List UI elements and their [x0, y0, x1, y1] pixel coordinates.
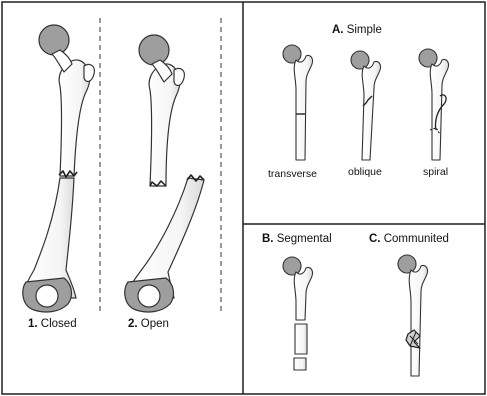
label-oblique: oblique	[348, 166, 382, 178]
caption-closed-label: Closed	[41, 318, 77, 330]
caption-segmental-label: Segmental	[277, 233, 332, 245]
caption-communited-letter: C.	[369, 233, 381, 245]
femoral-head	[39, 25, 69, 55]
femoral-head	[139, 35, 169, 65]
caption-closed: 1. Closed	[28, 318, 77, 330]
caption-segmental-letter: B.	[262, 233, 274, 245]
caption-closed-number: 1.	[28, 318, 38, 330]
caption-communited: C. Communited	[369, 233, 449, 245]
caption-simple-letter: A.	[332, 24, 344, 36]
left-panel-bg	[3, 3, 242, 393]
caption-open-number: 2.	[128, 318, 138, 330]
caption-communited-label: Communited	[384, 233, 449, 245]
segmental-panel-bg	[244, 225, 484, 393]
label-spiral: spiral	[423, 166, 448, 178]
caption-segmental: B. Segmental	[262, 233, 332, 245]
label-transverse: transverse	[268, 168, 317, 180]
caption-simple: A. Simple	[332, 24, 382, 36]
caption-open-label: Open	[141, 318, 169, 330]
caption-simple-label: Simple	[347, 24, 382, 36]
caption-open: 2. Open	[128, 318, 169, 330]
